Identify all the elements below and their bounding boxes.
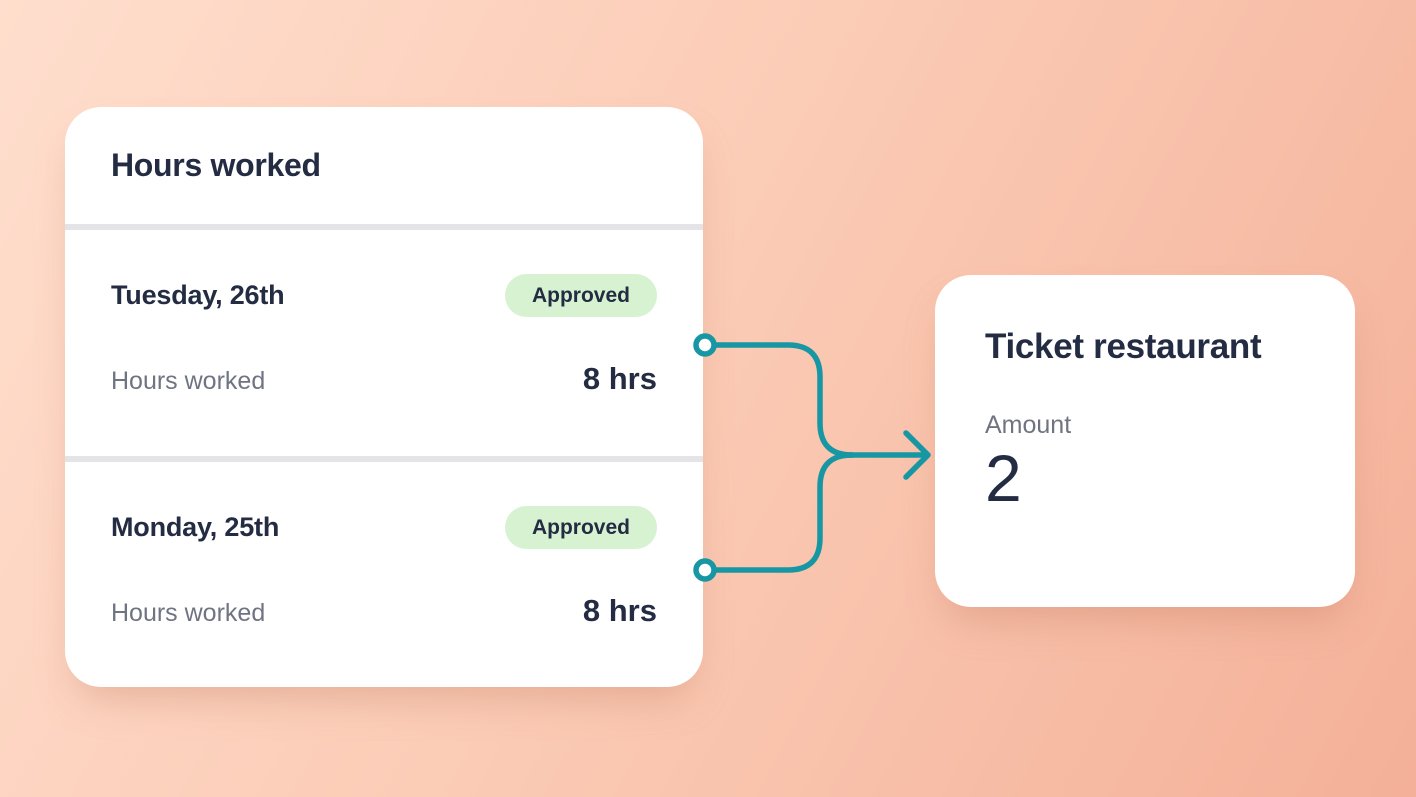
- day-row: Tuesday, 26th Approved: [111, 274, 657, 318]
- ticket-card-title: Ticket restaurant: [985, 327, 1262, 366]
- hours-card-title: Hours worked: [111, 147, 321, 183]
- connector-branch-top: [713, 342, 855, 458]
- hours-worked-card: Hours worked Tuesday, 26th Approved Hour…: [65, 107, 703, 687]
- day-row: Monday, 25th Approved: [111, 505, 657, 549]
- status-badge: Approved: [504, 505, 657, 549]
- day-section-monday: Monday, 25th Approved Hours worked 8 hrs: [65, 462, 703, 688]
- section-divider: [65, 224, 703, 230]
- amount-value: 2: [985, 441, 1022, 515]
- day-label: Monday, 25th: [111, 511, 280, 542]
- day-label: Tuesday, 26th: [111, 280, 285, 311]
- status-badge: Approved: [504, 274, 657, 318]
- metric-label: Hours worked: [111, 598, 266, 627]
- day-section-tuesday: Tuesday, 26th Approved Hours worked 8 hr…: [65, 230, 703, 456]
- metric-value: 8 hrs: [582, 592, 657, 628]
- metric-row: Hours worked 8 hrs: [111, 361, 657, 397]
- metric-row: Hours worked 8 hrs: [111, 593, 657, 629]
- hours-card-header: Hours worked: [65, 107, 703, 224]
- metric-label: Hours worked: [111, 367, 266, 396]
- connector-branch-bottom: [713, 452, 855, 573]
- section-divider: [65, 455, 703, 462]
- ticket-restaurant-card: Ticket restaurant Amount 2: [935, 275, 1355, 607]
- metric-value: 8 hrs: [582, 361, 657, 397]
- connector-arrowhead-icon: [903, 430, 931, 480]
- amount-label: Amount: [985, 411, 1072, 439]
